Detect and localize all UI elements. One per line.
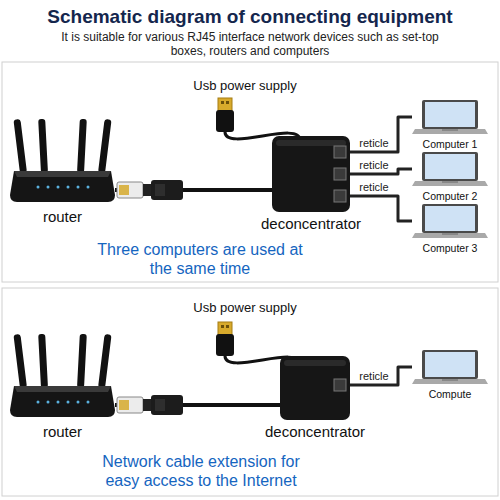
laptop-screen bbox=[425, 102, 475, 127]
laptop-notch bbox=[442, 233, 458, 235]
splitter-port bbox=[334, 190, 346, 202]
splitter-node: deconcentrator bbox=[272, 136, 350, 212]
panel-caption: Network cable extension for easy access … bbox=[85, 452, 317, 490]
router-body bbox=[10, 386, 115, 417]
node-shape bbox=[280, 356, 350, 420]
router-antenna bbox=[38, 119, 48, 173]
router-led bbox=[77, 186, 80, 189]
node-label: router bbox=[43, 423, 82, 440]
node-shape bbox=[10, 330, 115, 420]
laptop-screen bbox=[425, 352, 475, 377]
laptop-frame bbox=[422, 350, 478, 379]
laptop-notch bbox=[442, 129, 458, 131]
laptop-base bbox=[412, 181, 488, 186]
splitter-port bbox=[334, 168, 346, 180]
node-shape bbox=[272, 136, 350, 212]
router-led bbox=[37, 401, 40, 404]
computer-node: Compute bbox=[412, 350, 488, 385]
splitter-highlight bbox=[284, 360, 346, 366]
node-label: deconcentrator bbox=[265, 423, 365, 440]
router-led bbox=[67, 186, 70, 189]
panel-frame bbox=[2, 62, 498, 282]
router-antenna bbox=[77, 119, 87, 173]
router-top bbox=[14, 386, 111, 392]
cable-label: reticle bbox=[358, 159, 389, 171]
laptop-screen bbox=[425, 206, 475, 231]
power-label: Usb power supply bbox=[155, 78, 335, 93]
laptop-base bbox=[412, 379, 488, 384]
panel-caption: Three computers are used at the same tim… bbox=[97, 240, 303, 278]
cable-connector bbox=[350, 367, 412, 385]
laptop-base bbox=[412, 129, 488, 134]
router-led bbox=[57, 401, 60, 404]
node-shape bbox=[412, 350, 488, 385]
router-led bbox=[47, 186, 50, 189]
computer-node: Computer 2 bbox=[412, 152, 488, 187]
node-label: Computer 1 bbox=[423, 138, 478, 151]
splitter-port bbox=[334, 146, 346, 158]
router-node: router bbox=[10, 330, 115, 420]
laptop-screen bbox=[425, 154, 475, 179]
node-label: deconcentrator bbox=[261, 215, 361, 232]
computer-node: Computer 1 bbox=[412, 100, 488, 135]
laptop-frame bbox=[422, 100, 478, 129]
subtitle: It is suitable for various RJ45 interfac… bbox=[60, 30, 440, 58]
node-label: router bbox=[43, 208, 82, 225]
rj45-plug bbox=[117, 395, 183, 415]
node-label: Computer 2 bbox=[423, 190, 478, 203]
laptop-frame bbox=[422, 204, 478, 233]
node-shape bbox=[10, 115, 115, 205]
router-led bbox=[37, 186, 40, 189]
cable-connector bbox=[350, 117, 412, 152]
splitter-port bbox=[334, 379, 346, 391]
power-label: Usb power supply bbox=[155, 300, 335, 315]
router-antenna bbox=[98, 334, 112, 388]
laptop-frame bbox=[422, 152, 478, 181]
computer-node: Computer 3 bbox=[412, 204, 488, 239]
router-led bbox=[67, 401, 70, 404]
cable-label: reticle bbox=[358, 370, 389, 382]
laptop-notch bbox=[442, 181, 458, 183]
node-shape bbox=[412, 204, 488, 239]
diagram-title: Schematic diagram of connecting equipmen… bbox=[5, 6, 495, 28]
laptop-base bbox=[412, 233, 488, 238]
router-body bbox=[10, 171, 115, 202]
router-led bbox=[47, 401, 50, 404]
router-node: router bbox=[10, 115, 115, 205]
panel-frame bbox=[2, 288, 498, 496]
router-led bbox=[77, 401, 80, 404]
router-led bbox=[57, 186, 60, 189]
laptop-notch bbox=[442, 379, 458, 381]
splitter-node: deconcentrator bbox=[280, 356, 350, 420]
router-antenna bbox=[77, 334, 87, 388]
router-antenna bbox=[98, 119, 112, 173]
router-antenna bbox=[38, 334, 48, 388]
router-led bbox=[87, 401, 90, 404]
splitter-highlight bbox=[276, 140, 346, 146]
router-antenna bbox=[13, 119, 27, 173]
node-shape bbox=[412, 100, 488, 135]
rj45-plug bbox=[117, 180, 183, 200]
cable-label: reticle bbox=[358, 137, 389, 149]
node-label: Computer 3 bbox=[423, 242, 478, 255]
router-top bbox=[14, 171, 111, 177]
usb-plug bbox=[216, 98, 300, 140]
router-antenna bbox=[13, 334, 27, 388]
cable-label: reticle bbox=[358, 181, 389, 193]
node-label: Compute bbox=[429, 388, 472, 401]
router-led bbox=[87, 186, 90, 189]
node-shape bbox=[412, 152, 488, 187]
